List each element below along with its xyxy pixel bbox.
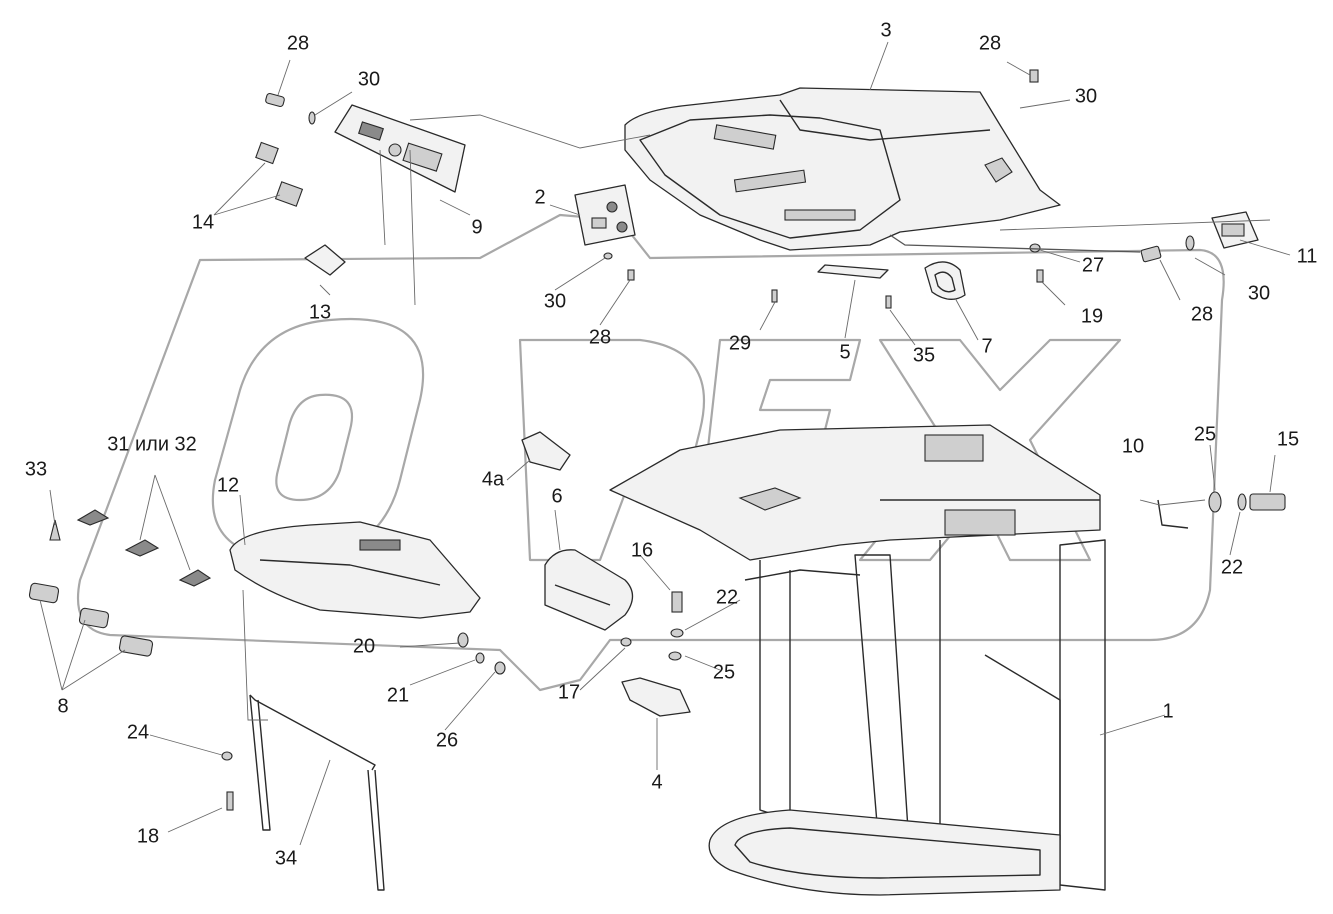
callout-24: 24 [126, 721, 150, 744]
bar-frame-34 [249, 694, 385, 891]
callout-27: 27 [1081, 254, 1105, 277]
switch-plate [574, 184, 636, 246]
callout-33: 33 [24, 458, 48, 481]
callout-16: 16 [630, 539, 654, 562]
callout-30-center: 30 [543, 290, 567, 313]
callout-34: 34 [274, 847, 298, 870]
ring-7 [924, 261, 966, 300]
callout-9: 9 [471, 216, 483, 239]
callout-4a: 4а [481, 468, 505, 491]
callout-17: 17 [557, 681, 581, 704]
control-panel [334, 104, 466, 193]
callout-1: 1 [1162, 700, 1174, 723]
switch-group-14 [255, 141, 304, 207]
callout-20: 20 [352, 635, 376, 658]
callout-28-center: 28 [588, 326, 612, 349]
wire-harness [889, 234, 1141, 253]
bracket-6 [544, 549, 634, 631]
callout-15: 15 [1276, 428, 1300, 451]
bracket-4 [621, 677, 691, 717]
callout-19: 19 [1080, 305, 1104, 328]
callout-26: 26 [435, 729, 459, 752]
callout-35: 35 [912, 344, 936, 367]
callout-4: 4 [651, 771, 663, 794]
bracket-10 [1157, 499, 1189, 529]
callout-12: 12 [216, 474, 240, 497]
callout-5: 5 [839, 341, 851, 364]
callout-22-right: 22 [1220, 556, 1244, 579]
callout-6: 6 [551, 485, 563, 508]
callout-30-top-left: 30 [357, 68, 381, 91]
bracket-4a [521, 431, 571, 471]
callout-3: 3 [880, 19, 892, 42]
callout-28-right: 28 [1190, 303, 1214, 326]
callout-25-center: 25 [712, 661, 736, 684]
callout-25-right: 25 [1193, 423, 1217, 446]
cover-plate [1211, 211, 1259, 249]
gasket-5 [817, 264, 889, 279]
callout-13: 13 [308, 301, 332, 324]
bracket-13 [304, 244, 346, 276]
callout-28-top-right: 28 [978, 32, 1002, 55]
callout-29: 29 [728, 332, 752, 355]
callout-8: 8 [57, 695, 69, 718]
callout-18: 18 [136, 825, 160, 848]
callout-31-or-32: 31 или 32 [107, 433, 197, 456]
roof-panel [624, 87, 1061, 251]
callout-11: 11 [1296, 245, 1318, 268]
callout-28-top-left: 28 [286, 32, 310, 55]
callout-30-top-right: 30 [1074, 85, 1098, 108]
leader-lines [39, 41, 1291, 846]
callout-2: 2 [534, 186, 546, 209]
fasteners [49, 69, 1286, 811]
lamp-group-31-32 [76, 509, 212, 587]
callout-21: 21 [386, 684, 410, 707]
watermark-opex [76, 213, 1225, 692]
callout-14: 14 [191, 211, 215, 234]
lamp-group-8 [28, 582, 154, 657]
callout-30-right: 30 [1247, 282, 1271, 305]
callout-10: 10 [1121, 435, 1145, 458]
headliner-panel [229, 521, 481, 619]
cab-frame [609, 424, 1106, 896]
callout-22-top: 22 [715, 586, 739, 609]
callout-7: 7 [981, 335, 993, 358]
